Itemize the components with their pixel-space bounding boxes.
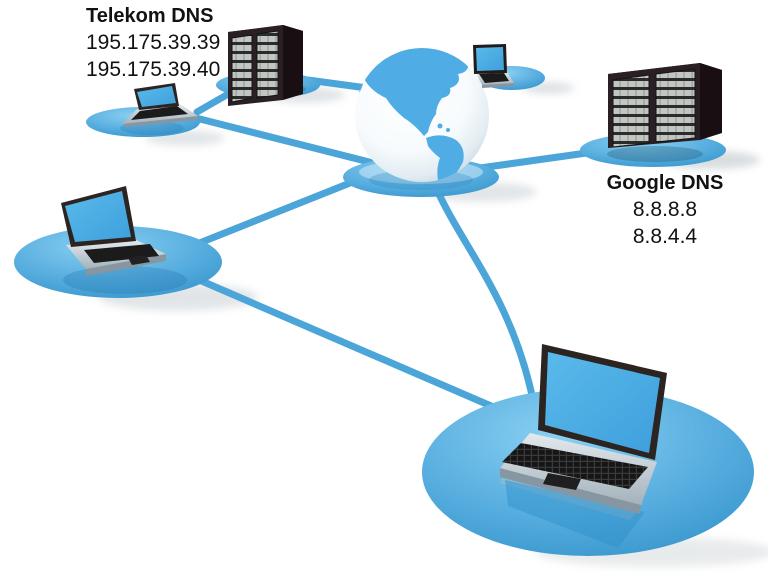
globe-north-america — [362, 48, 486, 136]
google-dns-server-icon — [608, 63, 722, 148]
laptop-left-icon — [61, 186, 166, 276]
globe-south-america — [426, 135, 464, 182]
link-hub-clientbottom — [434, 188, 537, 404]
telekom-dns-title: Telekom DNS — [86, 5, 214, 27]
google-dns-label: Google DNS 8.8.8.8 8.8.4.4 — [592, 170, 738, 250]
laptop-bottom-right-icon — [500, 344, 667, 514]
telekom-dns-ip-1: 195.175.39.39 — [86, 31, 221, 54]
telekom-dns-server-icon — [228, 25, 303, 106]
telekom-dns-ip-2: 195.175.39.40 — [86, 58, 221, 81]
google-dns-ip-2: 8.8.4.4 — [632, 225, 698, 248]
link-hub-clientleft — [188, 179, 354, 250]
google-dns-ip-1: 8.8.8.8 — [632, 198, 698, 221]
laptop-top-right-icon — [473, 44, 514, 88]
google-dns-title: Google DNS — [606, 172, 724, 194]
laptop-top-left-icon — [122, 83, 198, 127]
link-clientleft-clientbottom — [186, 272, 509, 416]
link-clienttopleft-hub — [192, 114, 389, 170]
telekom-dns-label: Telekom DNS 195.175.39.39 195.175.39.40 — [86, 3, 220, 83]
